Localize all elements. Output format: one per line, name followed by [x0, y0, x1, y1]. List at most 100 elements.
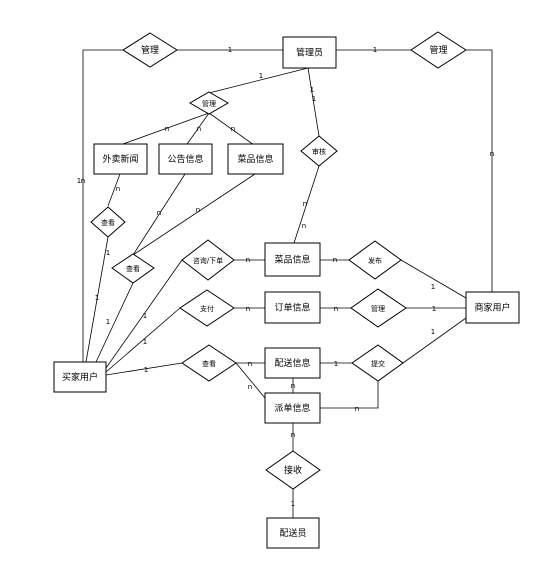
relation-manage-order-label: 管理: [371, 304, 385, 313]
relation-publish: 发布: [348, 240, 402, 280]
entity-notice-label: 公告信息: [167, 153, 203, 165]
cardinality-label: 1: [106, 249, 110, 257]
edge-manage-content-notice: [184, 112, 210, 148]
cardinality-label: 1: [77, 177, 81, 185]
cardinality-label: 1: [431, 328, 435, 336]
entity-dish-info-label: 菜品信息: [274, 254, 310, 266]
cardinality-label: n: [246, 305, 250, 313]
relation-pay: 支付: [179, 289, 235, 327]
cardinality-label: n: [302, 222, 306, 230]
edge-news-viewnews: [107, 173, 121, 207]
entity-merchant-label: 商家用户: [474, 302, 510, 314]
relation-view-info-label: 查看: [126, 264, 140, 273]
cardinality-label: n: [196, 206, 200, 214]
edge-viewnews-buyer: [85, 236, 109, 363]
entity-dish-info-top: 菜品信息: [227, 143, 284, 175]
edge-submit-dispatch: [320, 380, 379, 409]
edge-buyer-manage-left: [82, 49, 123, 362]
relation-receive: 接收: [265, 450, 321, 490]
entity-notice: 公告信息: [158, 143, 213, 175]
cardinality-label: n: [333, 256, 337, 264]
entity-news-label: 外卖新闻: [102, 153, 138, 165]
cardinality-label: 1: [291, 500, 295, 508]
relation-manage-right-label: 管理: [429, 44, 447, 56]
edge-admin-manage-content: [208, 67, 309, 94]
cardinality-label: n: [231, 125, 235, 133]
entity-courier: 配送员: [266, 517, 320, 549]
cardinality-label: n: [303, 200, 307, 208]
edge-manage-content-news: [122, 112, 210, 145]
edge-submit-merchant: [402, 317, 467, 364]
relation-manage-right: 管理: [410, 31, 467, 69]
relation-view-delivery: 查看: [181, 344, 237, 382]
relation-view-news-label: 查看: [101, 218, 115, 227]
entity-delivery-info: 配送信息: [264, 347, 321, 379]
cardinality-label: n: [165, 125, 169, 133]
edge-buyer-pay: [105, 307, 181, 373]
relation-review: 审核: [300, 135, 338, 167]
relation-pay-label: 支付: [200, 304, 214, 313]
edge-buyer-viewdelivery: [105, 362, 183, 376]
entity-dispatch-info: 派单信息: [264, 392, 321, 424]
relation-receive-label: 接收: [284, 464, 302, 476]
cardinality-label: 1: [334, 360, 338, 368]
relation-manage-order: 管理: [350, 288, 407, 328]
cardinality-label: 1: [143, 312, 147, 320]
relation-manage-left-label: 管理: [141, 44, 159, 56]
relation-view-info: 查看: [111, 253, 155, 284]
cardinality-labels: 1 1 1 n 1 n n n 1 n n n 1 1 n n 1 1 n 1 …: [77, 46, 494, 508]
cardinality-label: 1: [144, 366, 148, 374]
edge-viewinfo-buyer: [95, 282, 134, 363]
cardinality-label: n: [355, 405, 359, 413]
edge-publish-merchant: [400, 259, 467, 299]
edge-notice-viewinfo: [132, 173, 186, 256]
cardinality-label: 1: [310, 86, 314, 94]
cardinality-label: n: [291, 431, 295, 439]
cardinality-label: 1: [95, 294, 99, 302]
entity-courier-label: 配送员: [279, 527, 306, 539]
cardinality-label: 1: [228, 46, 232, 54]
entity-dish-info: 菜品信息: [264, 242, 321, 277]
entity-order-info-label: 订单信息: [274, 302, 310, 314]
entity-order-info: 订单信息: [264, 291, 321, 324]
entity-dish-info-top-label: 菜品信息: [237, 153, 273, 165]
relation-view-news: 查看: [90, 206, 126, 238]
cardinality-label: n: [248, 383, 252, 391]
entity-dispatch-info-label: 派单信息: [274, 402, 310, 414]
entity-delivery-info-label: 配送信息: [274, 357, 310, 369]
relation-publish-label: 发布: [368, 256, 382, 265]
cardinality-label: 1: [106, 318, 110, 326]
cardinality-label: 1: [259, 72, 263, 80]
cardinality-label: n: [490, 150, 494, 158]
relation-manage-content-label: 管理: [202, 99, 216, 108]
relation-submit-label: 提交: [371, 359, 385, 368]
edge-dishtop-viewinfo: [132, 173, 256, 256]
entity-merchant: 商家用户: [465, 291, 520, 324]
cardinality-label: n: [81, 177, 85, 185]
entity-news: 外卖新闻: [93, 143, 148, 175]
cardinality-label: 1: [143, 338, 147, 346]
relation-submit: 提交: [351, 344, 404, 382]
cardinality-label: n: [334, 305, 338, 313]
edge-manage-content-dishtop: [208, 112, 255, 146]
edge-manage-right-merchant: [466, 49, 493, 292]
edge-admin-review: [307, 67, 320, 137]
relation-manage-content: 管理: [189, 91, 229, 115]
relation-inquire-order-label: 咨询/下单: [193, 256, 223, 265]
connector-lines: [82, 49, 493, 518]
relation-view-delivery-label: 查看: [202, 359, 216, 368]
edge-review-dish: [293, 165, 320, 244]
cardinality-label: 1: [373, 46, 377, 54]
relation-inquire-order: 咨询/下单: [181, 239, 235, 281]
cardinality-label: n: [197, 125, 201, 133]
relation-manage-left: 管理: [122, 32, 178, 68]
cardinality-label: 1: [312, 95, 316, 103]
relation-review-label: 审核: [312, 147, 326, 156]
edge-buyer-inquire: [105, 259, 183, 369]
entity-buyer: 买家用户: [53, 361, 107, 393]
cardinality-label: n: [157, 209, 161, 217]
cardinality-label: n: [246, 256, 250, 264]
cardinality-label: n: [248, 360, 252, 368]
entity-admin-label: 管理员: [296, 47, 323, 59]
